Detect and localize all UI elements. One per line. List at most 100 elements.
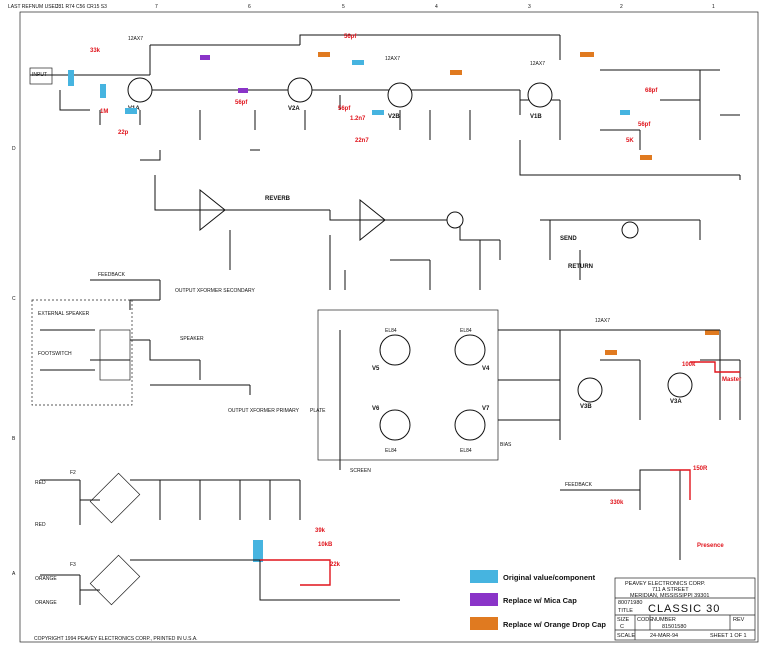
- col-1: 1: [712, 4, 715, 10]
- tube-type-v1: 12AX7: [128, 36, 143, 42]
- mod-22k: 22k: [330, 562, 341, 568]
- tb-docno: 80071980: [618, 600, 642, 606]
- tube-type-v2: 12AX7: [385, 56, 400, 62]
- mod-150r: 150R: [693, 466, 708, 472]
- svg-text:INPUT: INPUT: [32, 72, 47, 78]
- svg-text:F3: F3: [70, 562, 76, 568]
- tb-company: PEAVEY ELECTRONICS CORP.: [625, 581, 706, 587]
- svg-text:EL84: EL84: [460, 328, 472, 334]
- reverb-section: REVERB SEND RETURN: [154, 175, 701, 290]
- legend-swatch-mica: [470, 593, 498, 606]
- sheet-border: [19, 11, 759, 643]
- header-strip: LAST REFNUM USED: J31 R74 C56 CR15 S3 8 …: [8, 4, 715, 577]
- tube-v2b: V2B: [387, 82, 413, 120]
- col-5: 5: [342, 4, 345, 10]
- mod-boost-5k: 5K: [626, 138, 634, 144]
- legend-swatch-original: [470, 570, 498, 583]
- svg-text:V2A: V2A: [288, 106, 300, 112]
- legend-label-orange: Replace w/ Orange Drop Cap: [503, 620, 606, 629]
- legend-swatch-orange: [470, 617, 498, 630]
- tb-title: CLASSIC 30: [648, 603, 720, 615]
- col-4: 4: [435, 4, 438, 10]
- svg-text:OUTPUT XFORMER SECONDARY: OUTPUT XFORMER SECONDARY: [175, 288, 255, 294]
- preamp-wiring: [30, 34, 741, 180]
- mod-input-33k: 33k: [90, 48, 101, 54]
- svg-text:RED: RED: [35, 480, 46, 486]
- svg-text:V4: V4: [482, 366, 490, 372]
- tb-city: MERIDIAN, MISSISSIPPI 39301: [630, 593, 709, 599]
- svg-text:FOOTSWITCH: FOOTSWITCH: [38, 351, 72, 357]
- tb-size-label: SIZE: [617, 617, 630, 623]
- col-7: 7: [155, 4, 158, 10]
- last-refnum-label: LAST REFNUM USED:: [8, 4, 60, 10]
- mod-c56b: 56pf: [344, 34, 357, 40]
- row-c: C: [12, 296, 16, 302]
- mod-master: Master: [722, 377, 742, 383]
- tb-address: 711 A STREET: [652, 587, 689, 593]
- svg-text:ORANGE: ORANGE: [35, 576, 57, 582]
- svg-text:RED: RED: [35, 522, 46, 528]
- tb-date: 24-MAR-94: [650, 633, 678, 639]
- tube-v2a: V2A: [287, 77, 313, 112]
- svg-text:REVERB: REVERB: [265, 196, 291, 202]
- power-supply: RED RED F2 ORANGE ORANGE F3: [35, 470, 400, 606]
- mod-c22n: 22n7: [355, 138, 369, 144]
- svg-text:V3A: V3A: [670, 399, 682, 405]
- row-b: B: [12, 436, 16, 442]
- svg-text:EL84: EL84: [385, 448, 397, 454]
- mod-39k: 39k: [315, 528, 326, 534]
- svg-text:V1B: V1B: [530, 114, 542, 120]
- svg-text:V5: V5: [372, 366, 380, 372]
- mod-boost-68: 68pf: [645, 88, 658, 94]
- tb-number-label: NUMBER: [652, 617, 676, 623]
- presence-section: FEEDBACK: [560, 469, 691, 560]
- mod-input-22p: 22p: [118, 130, 129, 136]
- row-a: A: [12, 571, 16, 577]
- col-6: 6: [248, 4, 251, 10]
- svg-text:SEND: SEND: [560, 236, 577, 242]
- output-secondary: FEEDBACK OUTPUT XFORMER SECONDARY SPEAKE…: [31, 272, 326, 414]
- refnums-text: J31 R74 C56 CR15 S3: [56, 4, 107, 10]
- mod-presence: Presence: [697, 543, 724, 549]
- svg-text:F2: F2: [70, 470, 76, 476]
- copyright: COPYRIGHT 1994 PEAVEY ELECTRONICS CORP.,…: [34, 636, 198, 642]
- tube-type-v1b: 12AX7: [530, 61, 545, 67]
- legend-label-original: Original value/component: [503, 573, 596, 582]
- phase-inverter: V3B V3A 12AX7: [560, 318, 741, 420]
- tb-title-label: TITLE: [618, 608, 633, 614]
- svg-text:EL84: EL84: [385, 328, 397, 334]
- mod-c2-56: 56pf: [235, 100, 248, 106]
- svg-text:BIAS: BIAS: [500, 442, 512, 448]
- tb-size: C: [620, 624, 624, 630]
- tube-v1a: V1A: [127, 77, 153, 112]
- legend-label-mica: Replace w/ Mica Cap: [503, 596, 577, 605]
- mod-input-1m: 1M: [100, 109, 108, 115]
- mod-c1n2: 1.2n7: [350, 116, 366, 122]
- mod-100k: 100k: [682, 362, 696, 368]
- power-section: EL84 EL84 EL84 EL84 V5 V4 V6 V7 SCREEN B…: [317, 309, 561, 474]
- mod-c56c: 56pf: [338, 106, 351, 112]
- svg-text:EXTERNAL SPEAKER: EXTERNAL SPEAKER: [38, 311, 90, 317]
- mod-330k: 330k: [610, 500, 624, 506]
- legend: Original value/component Replace w/ Mica…: [470, 570, 606, 630]
- svg-text:OUTPUT XFORMER PRIMARY: OUTPUT XFORMER PRIMARY: [228, 408, 300, 414]
- svg-text:V2B: V2B: [388, 114, 400, 120]
- row-d: D: [12, 146, 16, 152]
- svg-text:V7: V7: [482, 406, 490, 412]
- svg-text:FEEDBACK: FEEDBACK: [98, 272, 126, 278]
- svg-text:EL84: EL84: [460, 448, 472, 454]
- color-marks: [68, 52, 719, 562]
- mod-master-wire: [690, 361, 740, 373]
- input-jack: INPUT: [29, 67, 53, 85]
- tb-code-label: CODE: [637, 617, 653, 623]
- tube-v1b: V1B: [527, 82, 553, 120]
- tb-scale-label: SCALE: [617, 633, 635, 639]
- svg-text:SPEAKER: SPEAKER: [180, 336, 204, 342]
- mod-10kb: 10kB: [318, 542, 333, 548]
- tb-number: 81501580: [662, 624, 686, 630]
- col-3: 3: [528, 4, 531, 10]
- svg-text:12AX7: 12AX7: [595, 318, 610, 324]
- svg-text:V6: V6: [372, 406, 380, 412]
- tb-rev-label: REV: [733, 617, 745, 623]
